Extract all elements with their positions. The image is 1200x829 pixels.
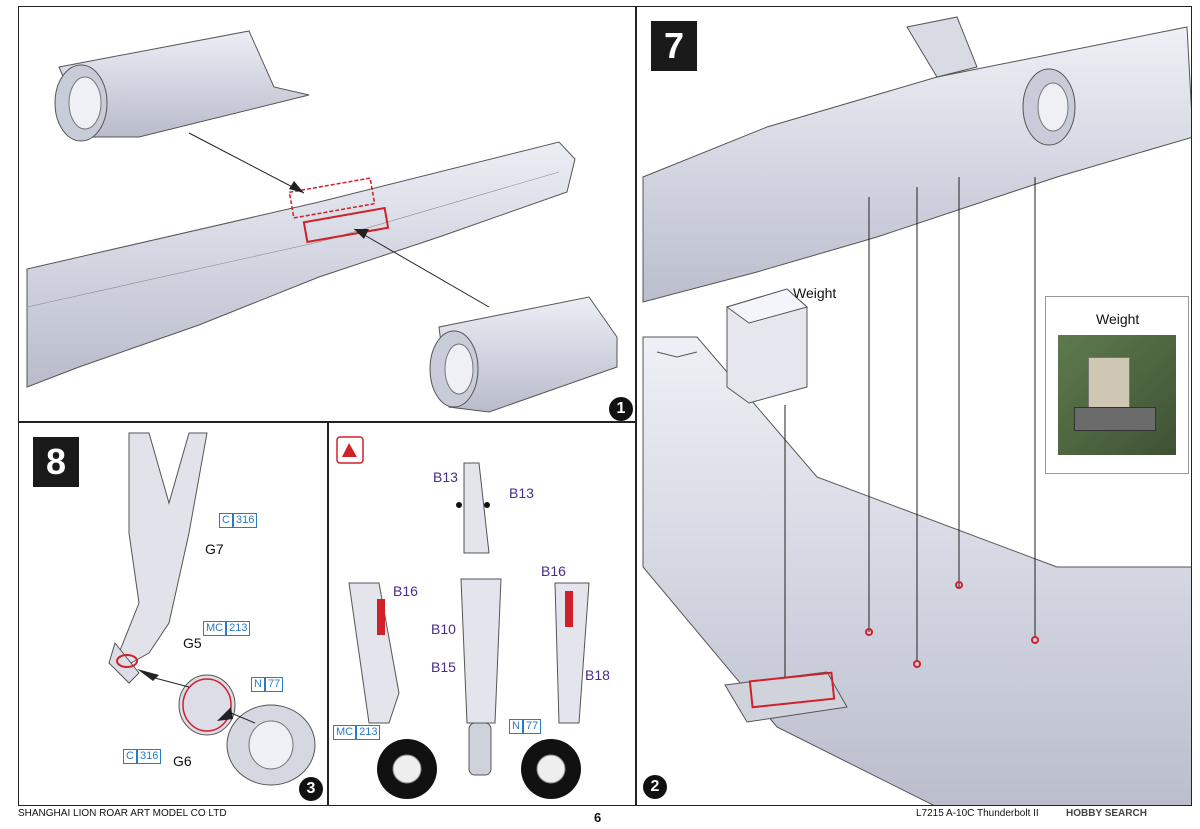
watermark: HOBBY SEARCH (1066, 808, 1147, 819)
footer-page-number: 6 (594, 810, 602, 825)
part-b15: B15 (431, 659, 456, 675)
weight-photo-inset: Weight (1045, 296, 1189, 474)
weight-label: Weight (793, 285, 837, 301)
circled-number-1: 1 (609, 397, 633, 421)
lion-roar-logo (336, 436, 364, 464)
part-b16-left: B16 (393, 583, 418, 599)
part-b16-right: B16 (541, 563, 566, 579)
circled-number-2: 2 (643, 775, 667, 799)
part-b13-right: B13 (509, 485, 534, 501)
part-b13-left: B13 (433, 469, 458, 485)
step-7-badge: 7 (651, 21, 697, 71)
step-8-badge: 8 (33, 437, 79, 487)
circled-number-3: 3 (299, 777, 323, 801)
part-b18: B18 (585, 667, 610, 683)
gear-assembly-illustration (108, 432, 316, 786)
footer-product: L7215 A-10C Thunderbolt II (916, 808, 1039, 819)
part-g5-label: G5 (183, 635, 202, 651)
footer-company: SHANGHAI LION ROAR ART MODEL CO LTD (18, 808, 227, 819)
gear-detail-illustration (336, 436, 590, 799)
part-b10: B10 (431, 621, 456, 637)
fuselage-engine-illustration (26, 30, 618, 413)
weight-photo (1058, 335, 1176, 455)
part-g7-label: G7 (205, 541, 224, 557)
panel-engine-attach: 1 (18, 6, 636, 422)
weight-photo-label: Weight (1096, 311, 1140, 327)
part-g6-label: G6 (173, 753, 192, 769)
wing-fuselage-illustration (642, 16, 1191, 805)
